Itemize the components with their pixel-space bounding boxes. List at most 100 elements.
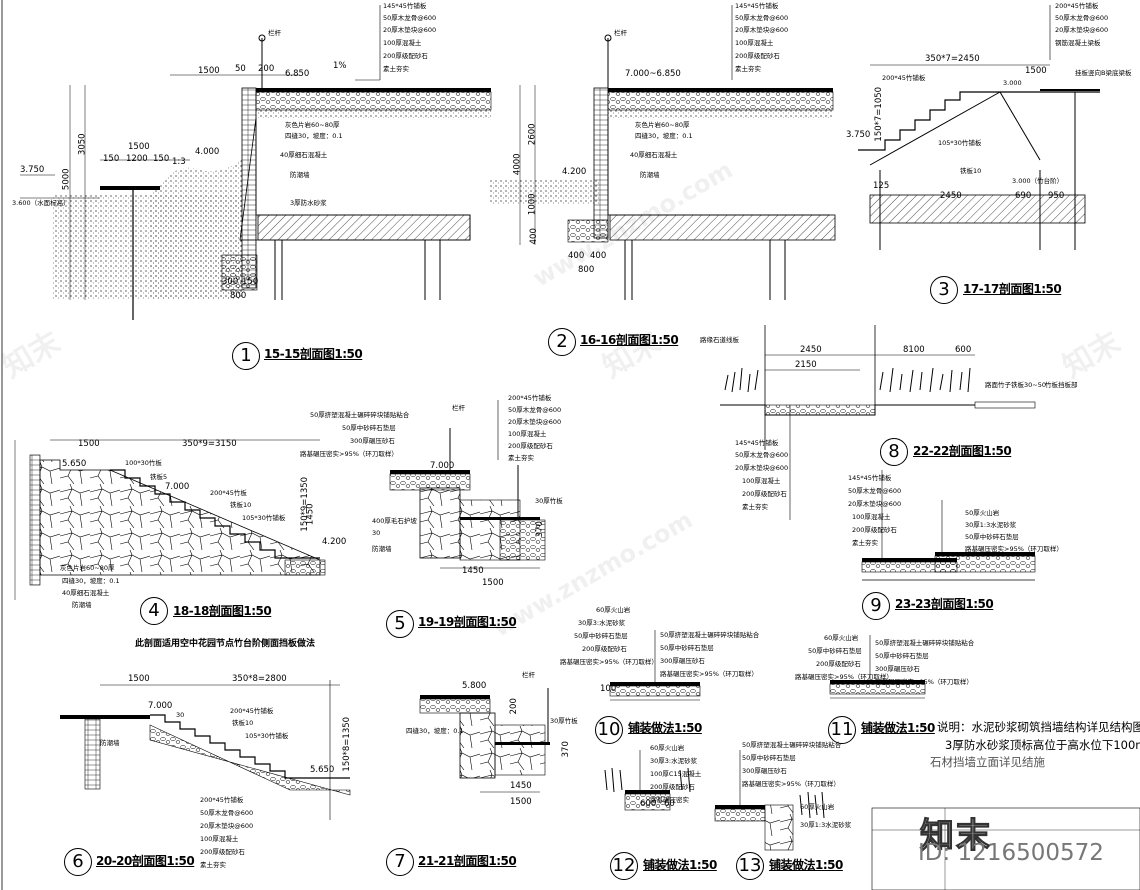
s3-layer: 200*45竹铺板 [1055,2,1099,10]
s6-layer: 200*45竹铺板 [200,796,244,804]
s4-wall-note: 防潮墙 [72,601,92,609]
section-11-number: 11 [828,716,856,744]
s10-layer: 200厚级配砂石 [582,645,627,653]
s9-layer: 145*45竹铺板 [848,474,892,482]
s11-layer: 300厚碾压砂石 [875,665,920,673]
s11-layer: 200厚级配砂石 [816,660,861,668]
s1-dim: 4.000 [195,147,220,157]
s5-dim: 1450 [462,566,484,576]
s6-layer: 200厚级配砂石 [200,848,245,856]
s9-dim: 50厚中砂碎石垫层 [965,533,1019,541]
section-11-title: 铺装做法1:50 [861,721,935,735]
s8-dim: 8100 [903,345,925,355]
s2-wall-note: 灰色片岩60~80厚 [635,121,690,129]
watermark-id: ID: 1216500572 [918,840,1104,866]
s8-dim: 路缘石道线板 [700,336,739,344]
s1-dim: 1200 [126,154,148,164]
s5-dim: 400厚毛石护坡 [372,517,417,525]
s9-dim: 30厚1:3水泥砂浆 [965,521,1017,529]
s5-railing-label: 栏杆 [452,404,465,412]
section-6-number: 6 [64,848,92,876]
s1-dim: 50 [235,64,246,74]
s2-wall-note: 40厚细石混凝土 [630,151,678,159]
s1-wall-note: 防潮墙 [290,171,310,179]
s5-dim: 30 [372,529,381,537]
s10-layer: 路基碾压密实>95%（环刀取样） [560,658,658,666]
s11-layer: 60厚火山岩 [824,634,859,642]
s5-layer: 300厚碾压砂石 [350,437,395,445]
s2-dim: 4.200 [562,167,587,177]
s1-dim: 800 [230,291,247,301]
s7-dim: 5.800 [462,681,487,691]
s13-layer: 50厚挤塑混凝土碾碎碎块铺贴粘合 [742,741,842,749]
s2-dim: 400 [528,228,539,245]
s5-layer: 200*45竹铺板 [508,394,552,402]
s4-dim: 105*30竹铺板 [242,514,286,522]
s5-layer: 路基碾压密实>95%（环刀取样） [300,450,398,458]
s4-wall-note: 四缝30，坡度：0.1 [62,577,120,585]
s1-layer: 100厚混凝土 [383,39,422,47]
s11-layer: 路基碾压密实>95%（环刀取样） [795,673,893,681]
s2-dim: 2600 [527,123,538,146]
s10-layer: 30厚3:水泥砂浆 [578,619,626,627]
s8-dim: 2150 [795,360,817,370]
s3-dim: 350*7=2450 [925,54,980,64]
section-3-title: 17-17剖面图1:50 [963,282,1062,296]
s2-dim: 400 [568,251,585,261]
s4-dim: 1450 [305,503,316,526]
section-13-number: 13 [736,852,764,880]
section-4-title: 18-18剖面图1:50 [173,604,272,618]
s8-dim: 竹板挡板部 [1045,381,1078,389]
section-9-title: 23-23剖面图1:50 [895,597,994,611]
s13-layer: 50厚中砂碎石垫层 [742,754,796,762]
s2-dim: 7.000~6.850 [625,69,681,79]
s12-dim: 600 [640,799,657,809]
section-13-title: 铺装做法1:50 [769,858,843,872]
s1-dim: 3.750 [20,165,45,175]
section-10-number: 10 [595,716,623,744]
s1-layer: 50厚木龙骨@600 [383,14,437,22]
s4-dim: 铁板5 [150,473,168,481]
s1-dim: 1500 [128,142,150,152]
s1-dim: 150 [242,277,259,287]
s3-layer: 20厚木垫块@600 [1055,26,1109,34]
section-1-title: 15-15剖面图1:50 [264,347,363,361]
s9-layer: 路基碾压密实>95%（环刀取样） [965,545,1063,553]
s2-dim: 4000 [512,153,523,176]
s3-dim: 1500 [1025,66,1047,76]
watermark-logo-main: 知末 [919,815,992,856]
s7-dim: 30厚竹板 [550,717,578,725]
s5-dim: 1500 [482,578,504,588]
s3-dim: 3.750 [846,130,871,140]
section-8-title: 22-22剖面图1:50 [913,444,1012,458]
s1-dim: 150 [103,154,120,164]
s10-layer: 60厚火山岩 [596,606,631,614]
s1-dim: 3050 [77,133,88,156]
s4-wall-note: 灰色片岩60~80厚 [60,564,115,572]
s3-dim: 690 [1015,191,1032,201]
section-10-title: 铺装做法1:50 [628,721,702,735]
s6-layer: 素土夯实 [200,861,226,869]
s8-layer: 20厚木垫块@600 [735,464,789,472]
section-5-title: 19-19剖面图1:50 [418,615,517,629]
s8-layer: 50厚木龙骨@600 [735,451,789,459]
s10-layer: 路基碾压密实>95%（环刀取样） [660,670,758,678]
s2-wall-note: 防潮墙 [640,171,660,179]
s1-dim: 200 [258,64,275,74]
s5-layer: 素土夯实 [508,454,534,462]
s8-layer: 素土夯实 [742,503,768,511]
s3-dim: 150*7=1050 [874,86,885,142]
s8-layer: 200厚级配砂石 [742,490,787,498]
s7-railing-label: 栏杆 [522,671,535,679]
s1-railing-label: 栏杆 [268,29,281,37]
s3-dim: 挂板竖向B梁底梁板 [1075,69,1132,77]
s3-layer: 钢筋混凝土梁板 [1055,39,1101,47]
s5-dim: 30厚竹板 [535,497,563,505]
s9-layer: 50厚木龙骨@600 [848,487,902,495]
s10-dim: 100 [600,684,617,694]
s6-layer: 20厚木垫块@600 [200,822,254,830]
s5-layer: 20厚木垫块@600 [508,418,562,426]
s3-dim: 3.000 [1003,79,1022,87]
s6-dim: 200*45竹铺板 [230,707,274,715]
